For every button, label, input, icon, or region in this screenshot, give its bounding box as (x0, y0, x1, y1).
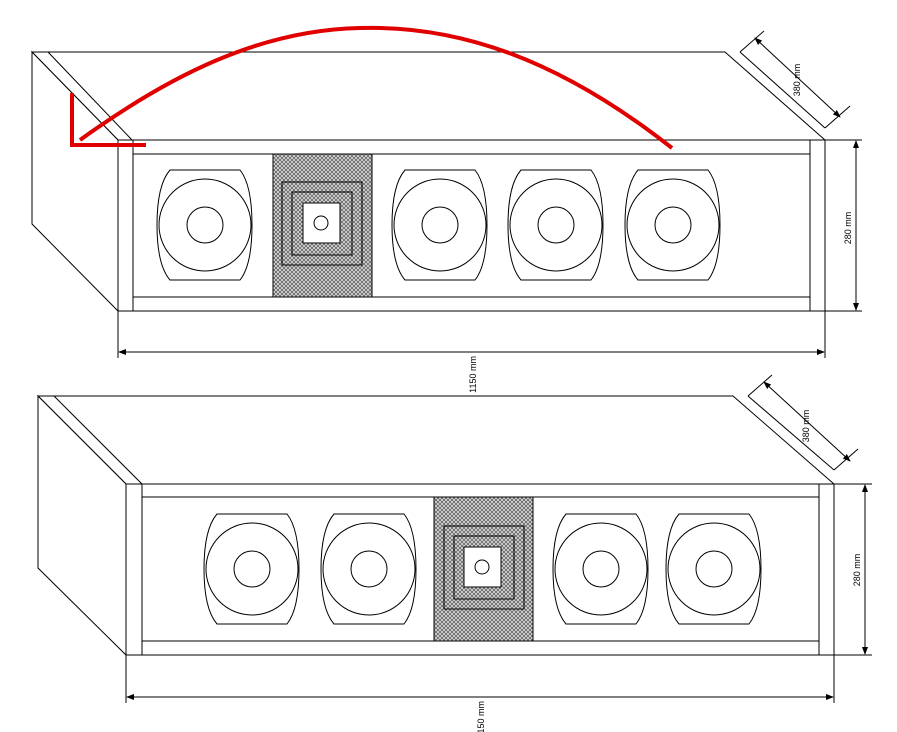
bottom-height-label: 280 mm (852, 554, 862, 587)
top-cabinet-top-face (30, 51, 827, 141)
bottom-width-dimension: 1150 mm (125, 655, 835, 732)
bottom-cabinet: 380 mm 280 mm 1150 mm (36, 374, 872, 732)
bottom-woofer-2 (320, 513, 417, 625)
bottom-width-label: 1150 mm (476, 701, 486, 732)
top-tweeter-panel (272, 153, 373, 298)
bottom-cabinet-top-face (36, 395, 836, 485)
top-height-dimension: 280 mm (825, 139, 862, 312)
top-woofer-2 (391, 169, 488, 281)
top-width-label: 1150 mm (468, 356, 478, 393)
bottom-woofer-1 (203, 513, 300, 625)
relocation-arrow (70, 25, 674, 150)
bottom-tweeter-panel (433, 496, 534, 642)
bottom-depth-dimension: 380 mm (747, 374, 859, 471)
top-woofer-1 (156, 169, 253, 281)
top-width-dimension: 1150 mm (117, 311, 826, 393)
bottom-woofer-3 (552, 513, 649, 625)
top-woofer-3 (507, 169, 604, 281)
bottom-depth-label: 380 mm (801, 410, 811, 443)
top-depth-label: 380 mm (792, 64, 802, 97)
bottom-woofer-4 (665, 513, 762, 625)
top-cabinet: 380 mm 280 mm 1150 mm (30, 25, 862, 393)
top-woofer-4 (624, 169, 721, 281)
bottom-height-dimension: 280 mm (834, 483, 872, 656)
top-depth-dimension: 380 mm (739, 30, 851, 129)
top-height-label: 280 mm (843, 212, 853, 245)
top-cabinet-front (117, 139, 826, 312)
